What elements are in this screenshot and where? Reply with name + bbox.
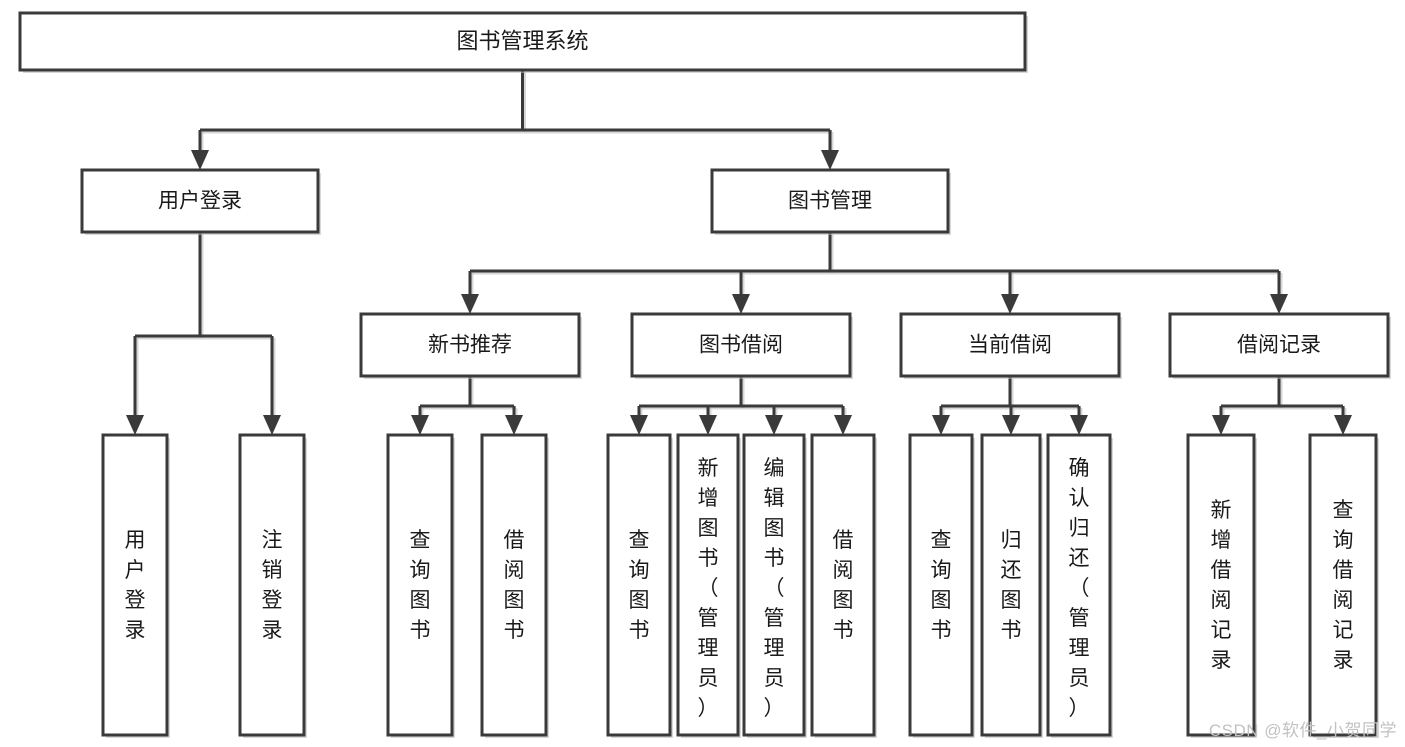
node-label: 新书推荐: [428, 334, 512, 357]
node-leaf-当前借阅-查询图书[interactable]: 查询图书: [908, 433, 975, 738]
box-outline: [899, 312, 1121, 378]
node-leaf-当前借阅-确认归还（管理员）[interactable]: 确认归还（管理员）: [1046, 433, 1113, 738]
node-label: 用户登录: [125, 529, 146, 642]
box-outline: [238, 433, 306, 737]
arrow-head-icon: [1002, 415, 1020, 435]
node-leaf-新书推荐-查询图书[interactable]: 查询图书: [386, 433, 455, 738]
arrow-head-icon: [263, 415, 281, 435]
box-outline: [1308, 433, 1378, 737]
node-label: 借阅记录: [1237, 334, 1321, 357]
node-leaf-用户登录-注销登录[interactable]: 注销登录: [238, 433, 307, 738]
box-outline: [908, 433, 974, 737]
node-label: 图书借阅: [699, 334, 783, 357]
arrow-head-icon: [505, 415, 523, 435]
arrow-head-icon: [1212, 415, 1230, 435]
arrow-head-icon: [1070, 415, 1088, 435]
node-leaf-图书借阅-编辑图书（管理员）[interactable]: 编辑图书（管理员）: [742, 433, 807, 738]
arrow-head-icon: [834, 415, 852, 435]
connector-layer: [126, 70, 1352, 435]
arrow-head-icon: [411, 415, 429, 435]
node-label: 归还图书: [1001, 529, 1022, 642]
node-layer: 图书管理系统用户登录图书管理新书推荐图书借阅当前借阅借阅记录用户登录注销登录查询…: [18, 11, 1391, 738]
arrow-head-icon: [126, 415, 144, 435]
node-root-图书管理系统[interactable]: 图书管理系统: [18, 11, 1028, 73]
box-outline: [18, 11, 1027, 72]
node-leaf-图书借阅-查询图书[interactable]: 查询图书: [606, 433, 673, 738]
arrow-head-icon: [461, 294, 479, 314]
node-leaf-用户登录-用户登录[interactable]: 用户登录: [101, 433, 170, 738]
box-outline: [606, 433, 672, 737]
arrow-head-icon: [191, 150, 209, 170]
arrow-head-icon: [1270, 294, 1288, 314]
box-outline: [742, 433, 806, 737]
arrow-head-icon: [732, 294, 750, 314]
node-leaf-借阅记录-查询借阅记录[interactable]: 查询借阅记录: [1308, 433, 1379, 738]
node-level2-图书管理[interactable]: 图书管理: [710, 168, 951, 235]
box-outline: [1186, 433, 1256, 737]
node-label: 查询图书: [629, 529, 650, 642]
node-level3-图书借阅[interactable]: 图书借阅: [630, 312, 853, 379]
node-level3-新书推荐[interactable]: 新书推荐: [359, 312, 582, 379]
arrow-head-icon: [765, 415, 783, 435]
node-label: 新增借阅记录: [1211, 499, 1232, 672]
node-level3-借阅记录[interactable]: 借阅记录: [1168, 312, 1391, 379]
node-level2-用户登录[interactable]: 用户登录: [80, 168, 321, 235]
box-outline: [980, 433, 1042, 737]
box-outline: [359, 312, 581, 378]
arrow-head-icon: [1001, 294, 1019, 314]
node-label: 查询图书: [410, 529, 431, 642]
box-outline: [1168, 312, 1390, 378]
box-outline: [710, 168, 950, 234]
arrow-head-icon: [630, 415, 648, 435]
box-outline: [676, 433, 740, 737]
node-label: 用户登录: [158, 190, 242, 213]
node-leaf-当前借阅-归还图书[interactable]: 归还图书: [980, 433, 1043, 738]
arrow-head-icon: [932, 415, 950, 435]
node-label: 当前借阅: [968, 334, 1052, 357]
node-label: 借阅图书: [833, 529, 854, 642]
box-outline: [386, 433, 454, 737]
node-label: 借阅图书: [504, 529, 525, 642]
node-label: 注销登录: [262, 529, 283, 642]
node-leaf-借阅记录-新增借阅记录[interactable]: 新增借阅记录: [1186, 433, 1257, 738]
arrow-head-icon: [821, 150, 839, 170]
box-outline: [480, 433, 548, 737]
box-outline: [810, 433, 876, 737]
node-label: 编辑图书（管理员）: [764, 457, 785, 720]
node-label: 图书管理: [788, 190, 872, 213]
node-label: 新增图书（管理员）: [698, 457, 719, 720]
node-label: 查询图书: [931, 529, 952, 642]
box-outline: [80, 168, 320, 234]
node-label: 图书管理系统: [456, 28, 588, 53]
node-label: 查询借阅记录: [1333, 499, 1354, 672]
node-leaf-图书借阅-新增图书（管理员）[interactable]: 新增图书（管理员）: [676, 433, 741, 738]
node-leaf-图书借阅-借阅图书[interactable]: 借阅图书: [810, 433, 877, 738]
node-level3-当前借阅[interactable]: 当前借阅: [899, 312, 1122, 379]
node-label: 确认归还（管理员）: [1069, 457, 1090, 720]
box-outline: [630, 312, 852, 378]
csdn-watermark: CSDN @软件_小贺同学: [1208, 721, 1397, 740]
arrow-head-icon: [699, 415, 717, 435]
node-leaf-新书推荐-借阅图书[interactable]: 借阅图书: [480, 433, 549, 738]
box-outline: [1046, 433, 1112, 737]
box-outline: [101, 433, 169, 737]
arrow-head-icon: [1334, 415, 1352, 435]
